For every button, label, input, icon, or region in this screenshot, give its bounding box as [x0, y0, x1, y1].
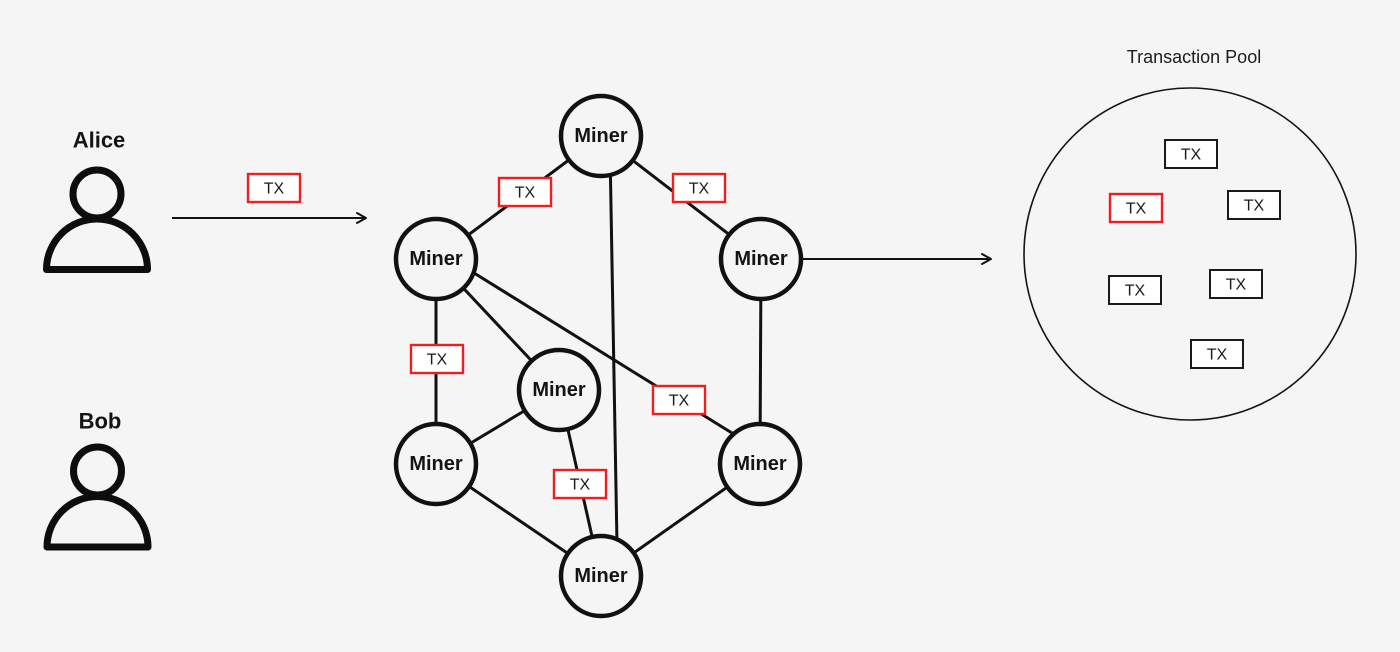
- actor-label-bob: Bob: [79, 409, 122, 434]
- tx-box-label: TX: [669, 393, 690, 410]
- miner-node-label: Miner: [532, 379, 586, 401]
- tx-box-red: [497, 176, 553, 208]
- miner-node-label: Miner: [409, 453, 463, 475]
- transaction-pool-title: Transaction Pool: [1127, 47, 1261, 67]
- pool-tx-top: TX: [1164, 139, 1218, 169]
- person-head-icon: [70, 443, 125, 499]
- tx-box-red: [552, 468, 608, 500]
- miner-node-circle: [717, 421, 803, 507]
- actor-label-alice: Alice: [73, 128, 126, 153]
- tx-edge-diagonal: TX: [651, 384, 707, 416]
- miner-node-circle: [718, 216, 804, 302]
- tx-box-label: TX: [264, 181, 285, 198]
- miner-bottom-left: Miner: [393, 421, 479, 507]
- miner-node-circle: [393, 421, 479, 507]
- transaction-pool-circle: [1023, 87, 1357, 421]
- tx-edge-mid-left: TX: [409, 343, 465, 375]
- miner-node-label: Miner: [409, 248, 463, 270]
- miner-mid-right: Miner: [718, 216, 804, 302]
- tx-edge-top-right: TX: [671, 172, 727, 204]
- miner-node-circle: [558, 93, 644, 179]
- miner-center: Miner: [516, 347, 602, 433]
- tx-edge-center-bottom: TX: [552, 468, 608, 500]
- miner-node-circle: [558, 533, 644, 619]
- actor-alice: Alice: [43, 128, 151, 273]
- miner-bottom: Miner: [558, 533, 644, 619]
- miner-node-label: Miner: [733, 453, 787, 475]
- tx-box-label: TX: [1125, 283, 1146, 300]
- tx-box-label: TX: [1207, 347, 1228, 364]
- tx-box-black: [1164, 139, 1218, 169]
- person-body-icon: [43, 215, 151, 273]
- tx-box-label: TX: [1226, 277, 1247, 294]
- pool-tx-bottom: TX: [1190, 339, 1244, 369]
- tx-boxes: TX TX TX TX TX TX TX TX TX TX TX TX: [246, 139, 1281, 500]
- flow-arrows: [172, 212, 992, 265]
- transaction-pool: Transaction Pool: [1023, 47, 1357, 421]
- pool-tx-mid-left: TX: [1108, 275, 1162, 305]
- miner-mid-left: Miner: [393, 216, 479, 302]
- person-body-icon: [43, 493, 152, 551]
- miner-node-label: Miner: [734, 248, 788, 270]
- tx-box-black: [1209, 269, 1263, 299]
- miner-node-label: Miner: [574, 125, 628, 147]
- miner-bottom-right: Miner: [717, 421, 803, 507]
- tx-box-black: [1227, 190, 1281, 220]
- pool-tx-left-red: TX: [1108, 192, 1164, 224]
- tx-box-label: TX: [689, 181, 710, 198]
- pool-tx-right: TX: [1227, 190, 1281, 220]
- tx-box-label: TX: [427, 352, 448, 369]
- tx-box-label: TX: [1244, 198, 1265, 215]
- tx-edge-top-left: TX: [497, 176, 553, 208]
- tx-box-red: [409, 343, 465, 375]
- miner-node-circle: [516, 347, 602, 433]
- miner-node-label: Miner: [574, 565, 628, 587]
- tx-box-black: [1190, 339, 1244, 369]
- tx-box-red: [671, 172, 727, 204]
- actor-bob: Bob: [43, 409, 152, 551]
- tx-alice-arrow: TX: [246, 172, 302, 204]
- tx-box-label: TX: [1181, 147, 1202, 164]
- tx-box-red: [246, 172, 302, 204]
- miner-top: Miner: [558, 93, 644, 179]
- tx-box-label: TX: [1126, 201, 1147, 218]
- pool-tx-mid-right: TX: [1209, 269, 1263, 299]
- tx-box-label: TX: [515, 185, 536, 202]
- network-edge: [608, 149, 619, 546]
- tx-box-red: [651, 384, 707, 416]
- tx-box-red: [1108, 192, 1164, 224]
- miner-node-circle: [393, 216, 479, 302]
- tx-box-label: TX: [570, 477, 591, 494]
- person-head-icon: [69, 166, 125, 222]
- tx-box-black: [1108, 275, 1162, 305]
